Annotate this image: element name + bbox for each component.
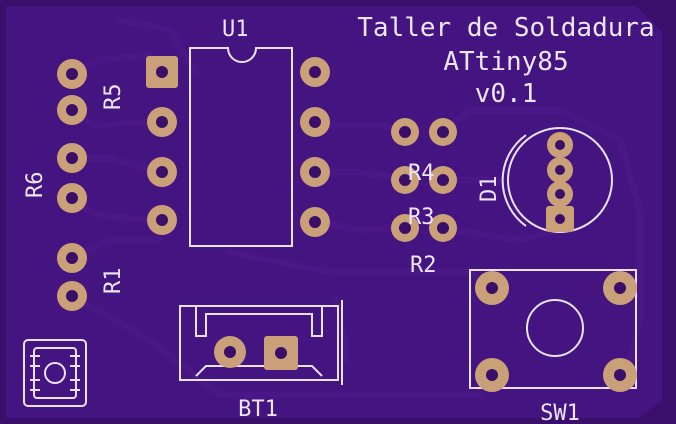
r2-label: R2 xyxy=(410,253,437,278)
u1-label: U1 xyxy=(222,17,249,42)
sw1-footprint[interactable] xyxy=(469,269,637,392)
board-title-line1: Taller de Soldadura xyxy=(357,13,654,43)
u1-footprint[interactable] xyxy=(146,47,330,247)
r6-label: R6 xyxy=(23,172,48,199)
bt1-label: BT1 xyxy=(238,397,278,422)
d1-label: D1 xyxy=(477,176,502,203)
board-title-line3: v0.1 xyxy=(475,79,538,109)
r5-label: R5 xyxy=(101,84,126,111)
board-title-line2: ATtiny85 xyxy=(443,47,568,77)
r4-label: R4 xyxy=(408,161,435,186)
r5-footprint[interactable] xyxy=(57,59,87,125)
r3-label: R3 xyxy=(408,205,435,230)
r1-footprint[interactable] xyxy=(57,243,87,311)
d1-footprint[interactable] xyxy=(501,127,613,233)
r6-footprint[interactable] xyxy=(57,143,87,213)
bt1-footprint[interactable] xyxy=(179,300,343,385)
r1-label: R1 xyxy=(101,268,126,295)
sw1-label: SW1 xyxy=(540,401,580,424)
r4-r3-r2-footprints[interactable] xyxy=(391,118,457,242)
oshw-logo-icon xyxy=(23,339,87,407)
